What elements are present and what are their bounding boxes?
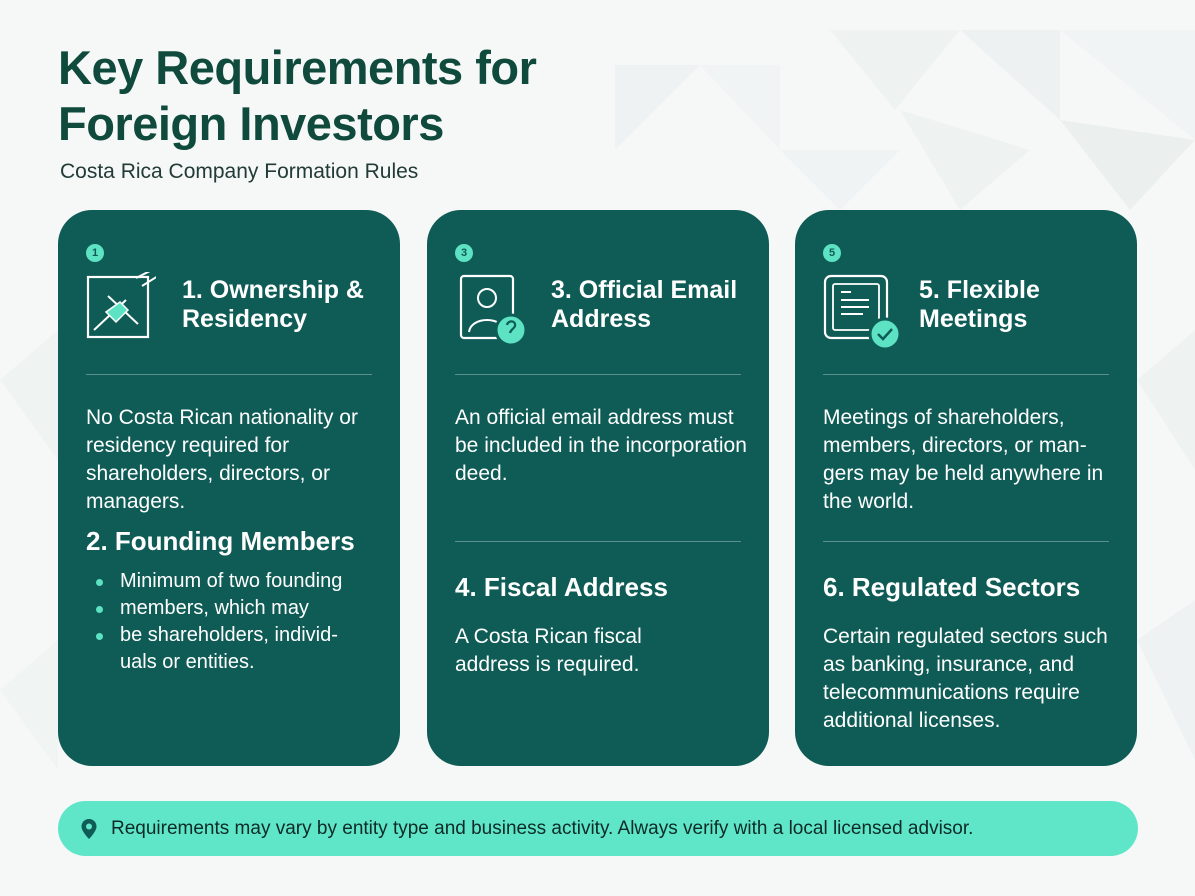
card-title: 1. Ownership & Residency [182, 276, 364, 333]
section-body: A Costa Rican fiscal address is required… [455, 625, 642, 676]
advisory-notice: Requirements may vary by entity type and… [58, 801, 1138, 856]
section-body: Certain regulated sectors such as bankin… [823, 625, 1108, 732]
card-divider [455, 541, 741, 542]
requirement-card-email: 3 3. Official Email Address An official … [427, 210, 769, 766]
card-title: 5. Flexible Meetings [919, 276, 1040, 333]
card-divider [86, 374, 372, 375]
bullet-dot [96, 633, 103, 640]
list-item-continuation: uals or entities. [120, 651, 255, 673]
section-title: 2. Founding Members [86, 526, 355, 556]
card-number-badge: 3 [455, 244, 473, 262]
card-title: 3. Official Email Address [551, 276, 738, 333]
section-title: 6. Regulated Sectors [823, 572, 1081, 602]
card-body: An official email address must be includ… [455, 406, 747, 485]
notice-text: Requirements may vary by entity type and… [111, 818, 974, 839]
list-item: Minimum of two founding [86, 568, 386, 595]
bullet-dot [96, 606, 103, 613]
user-email-icon [455, 272, 528, 352]
list-item: members, which may [86, 595, 386, 622]
location-pin-icon [80, 818, 98, 840]
section-title: 4. Fiscal Address [455, 572, 668, 602]
card-body: Meetings of shareholders, members, direc… [823, 406, 1104, 513]
page-title: Key Requirements for Foreign Investors [58, 41, 537, 150]
card-body: No Costa Rican nationality or residency … [86, 406, 358, 513]
list-item: be shareholders, individ- [86, 622, 386, 649]
handshake-icon [86, 267, 159, 352]
document-check-icon [823, 272, 902, 352]
card-divider [823, 374, 1109, 375]
bullet-dot [96, 579, 103, 586]
card-divider [823, 541, 1109, 542]
requirement-card-ownership: 1 1. Ownership & Residency No Costa Rica… [58, 210, 400, 766]
card-number-badge: 1 [86, 244, 104, 262]
card-number-badge: 5 [823, 244, 841, 262]
requirement-card-meetings: 5 5. Flexible Meetings Meetings of share… [795, 210, 1137, 766]
founding-members-list: Minimum of two founding members, which m… [86, 568, 386, 676]
card-divider [455, 374, 741, 375]
page-subtitle: Costa Rica Company Formation Rules [60, 160, 419, 183]
